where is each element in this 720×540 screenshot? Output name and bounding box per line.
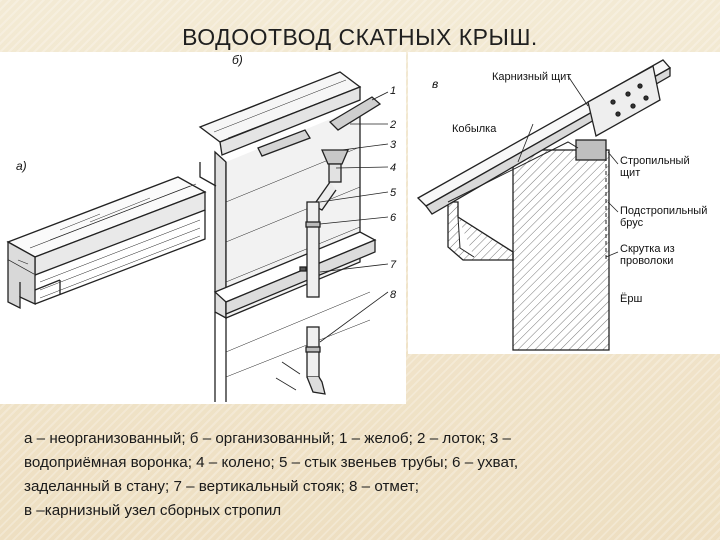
caption-line: в –карнизный узел сборных стропил	[24, 502, 282, 519]
callout-label: Скрутка из	[620, 243, 675, 255]
callout-number: 6	[390, 212, 397, 224]
figure-ab-panel: а) б) 1 2 3 4 5 6 7 8	[0, 52, 406, 404]
caption-line: а – неорганизованный; б – организованный…	[24, 430, 511, 447]
figure-c-drawing: в Карнизный щитКобылкаСтропильныйщитПодс…	[416, 59, 707, 351]
figure-label-a: а)	[16, 159, 27, 173]
callout-label: Кобылка	[452, 123, 497, 135]
callout-number: 1	[390, 85, 396, 97]
callout-label: Стропильный	[620, 155, 690, 167]
callout-number: 4	[390, 162, 396, 174]
callout-number: 8	[390, 289, 397, 301]
caption-line: водоприёмная воронка; 4 – колено; 5 – ст…	[24, 454, 519, 471]
callout-label: Подстропильный	[620, 205, 707, 217]
callout-label: щит	[620, 167, 640, 179]
slide-title: ВОДООТВОД СКАТНЫХ КРЫШ.	[182, 24, 538, 50]
callout-number: 5	[390, 187, 397, 199]
callout-label: Ёрш	[620, 293, 642, 305]
callout-label: Карнизный щит	[492, 71, 571, 83]
figure-label-c: в	[432, 77, 438, 91]
callout-label: брус	[620, 217, 644, 229]
caption-line: заделанный в стану; 7 – вертикальный сто…	[24, 478, 419, 495]
callout-label: проволоки	[620, 255, 673, 267]
figure-label-b: б)	[232, 53, 243, 67]
figure-caption: а – неорганизованный; б – организованный…	[24, 427, 704, 523]
figure-ab-drawing: а) б) 1 2 3 4 5 6 7 8	[6, 53, 397, 402]
callout-number: 7	[390, 259, 397, 271]
callout-number: 2	[389, 119, 396, 131]
callout-number: 3	[390, 139, 397, 151]
